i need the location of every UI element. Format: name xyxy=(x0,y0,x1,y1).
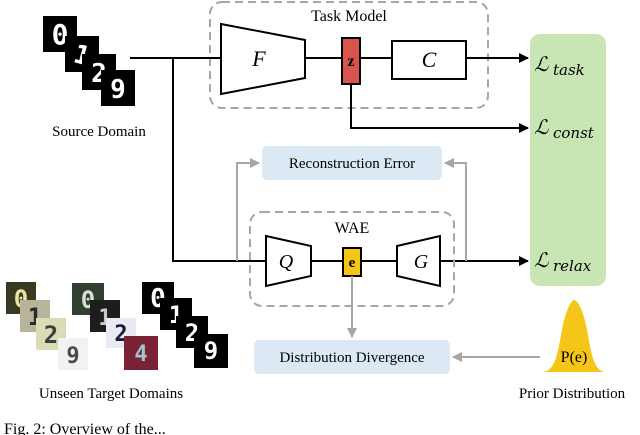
e-symbol: e xyxy=(349,255,356,271)
reconstruction-arrows xyxy=(236,158,467,261)
task-model-label: Task Model xyxy=(311,8,387,25)
loss-task-subscript: task xyxy=(553,61,585,79)
loss-relax-symbol: ℒ xyxy=(534,248,549,272)
target-c-digit-9: 9 xyxy=(204,337,218,365)
classifier-c xyxy=(391,40,467,80)
task-model-box xyxy=(209,1,489,109)
prior-distribution-label: Prior Distribution xyxy=(519,386,626,402)
loss-panel xyxy=(530,34,606,286)
divergence-arrows xyxy=(347,276,540,362)
z-symbol: z xyxy=(347,53,354,70)
target-a-digit-9: 9 xyxy=(66,344,79,369)
target-a-digit-2: 2 xyxy=(44,321,58,349)
g-symbol: G xyxy=(414,251,429,273)
q-symbol: Q xyxy=(279,251,294,273)
f-symbol: F xyxy=(251,46,266,71)
wae-label: WAE xyxy=(335,220,370,237)
target-b-digit-4: 4 xyxy=(134,342,147,367)
source-digits: 0 1 2 9 xyxy=(43,16,135,106)
loss-relax-subscript: relax xyxy=(553,257,592,275)
reconstruction-error-box xyxy=(262,146,442,180)
loss-const-symbol: ℒ xyxy=(534,115,549,139)
source-digit-9: 9 xyxy=(110,75,126,105)
source-domain-label: Source Domain xyxy=(52,124,146,140)
prior-symbol: P(e) xyxy=(561,349,588,366)
source-digit-0: 0 xyxy=(52,18,69,51)
loss-const: ℒ const xyxy=(534,115,595,142)
figure-caption: Fig. 2: Overview of the... xyxy=(4,421,166,435)
unseen-target-domains-label: Unseen Target Domains xyxy=(39,386,183,402)
target-digits: 0 1 2 9 0 1 2 4 0 1 2 9 xyxy=(6,282,228,370)
distribution-divergence-label: Distribution Divergence xyxy=(279,350,424,366)
c-symbol: C xyxy=(422,47,437,72)
reconstruction-error-label: Reconstruction Error xyxy=(289,156,415,172)
loss-task: ℒ task xyxy=(534,52,585,79)
prior-distribution-curve xyxy=(542,300,606,372)
encoder-q xyxy=(265,234,312,288)
loss-task-symbol: ℒ xyxy=(534,52,549,76)
decoder-g xyxy=(396,234,441,288)
distribution-divergence-box xyxy=(254,340,450,374)
feature-extractor-f xyxy=(220,22,306,96)
loss-relax: ℒ relax xyxy=(534,248,592,275)
loss-const-subscript: const xyxy=(553,124,595,142)
